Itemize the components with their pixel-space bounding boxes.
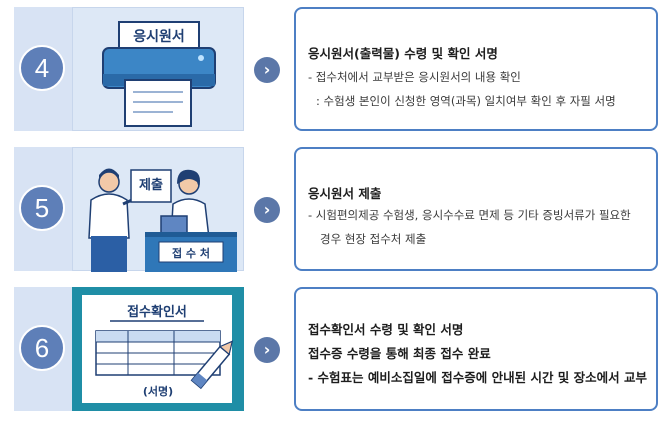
step-row-6: 6 접수확인서 (서명) › 접수확인서 수령 및 확인 서명 접수증 수령을 …	[0, 287, 667, 417]
submission-illustration: 제출 접 수 처	[72, 147, 244, 272]
signature-label: (서명)	[142, 385, 174, 398]
step-bar: 6	[14, 287, 72, 411]
people-submitting-icon	[88, 168, 237, 272]
step-line: - 수험표는 예비소집일에 접수증에 안내된 시간 및 장소에서 교부	[308, 370, 648, 385]
step-line: 접수증 수령을 통해 최종 접수 완료	[308, 346, 491, 361]
step-card: 응시원서(출력물) 수령 및 확인 서명 - 접수처에서 교부받은 응시원서의 …	[294, 7, 658, 131]
document-pen-icon	[95, 320, 234, 390]
step-bar: 4	[14, 7, 72, 131]
desk-label: 접 수 처	[171, 247, 211, 260]
step-number-badge: 6	[19, 325, 65, 371]
confirmation-illustration: 접수확인서 (서명)	[72, 287, 244, 411]
step-bar: 5	[14, 147, 72, 271]
step-title: 응시원서 제출	[308, 186, 382, 201]
next-arrow-icon: ›	[254, 57, 280, 83]
illustration-label: 제출	[139, 178, 163, 193]
printer-illustration: 응시원서	[72, 7, 244, 131]
step-line: 경우 현장 접수처 제출	[320, 232, 427, 246]
step-line: : 수험생 본인이 신청한 영역(과목) 일치여부 확인 후 자필 서명	[316, 94, 616, 108]
illustration-label: 접수확인서	[127, 305, 187, 320]
next-arrow-icon: ›	[254, 337, 280, 363]
step-row-5: 5 제출 접 수 처 › 응시원서 제출 - 시험편의제공 수험생,	[0, 147, 667, 277]
step-card: 접수확인서 수령 및 확인 서명 접수증 수령을 통해 최종 접수 완료 - 수…	[294, 287, 658, 411]
step-line: - 접수처에서 교부받은 응시원서의 내용 확인	[308, 70, 521, 84]
step-row-4: 4 응시원서 › 응시원서(출력물) 수령 및 확인 서명 - 접수처에서 교부…	[0, 7, 667, 137]
step-number-badge: 4	[19, 45, 65, 91]
step-number-badge: 5	[19, 185, 65, 231]
next-arrow-icon: ›	[254, 197, 280, 223]
step-line: - 시험편의제공 수험생, 응시수수료 면제 등 기타 증빙서류가 필요한	[308, 208, 631, 222]
printer-icon	[102, 21, 216, 127]
step-title: 응시원서(출력물) 수령 및 확인 서명	[308, 46, 498, 61]
illustration-label: 응시원서	[133, 29, 185, 45]
step-card: 응시원서 제출 - 시험편의제공 수험생, 응시수수료 면제 등 기타 증빙서류…	[294, 147, 658, 271]
step-line: 접수확인서 수령 및 확인 서명	[308, 322, 464, 337]
